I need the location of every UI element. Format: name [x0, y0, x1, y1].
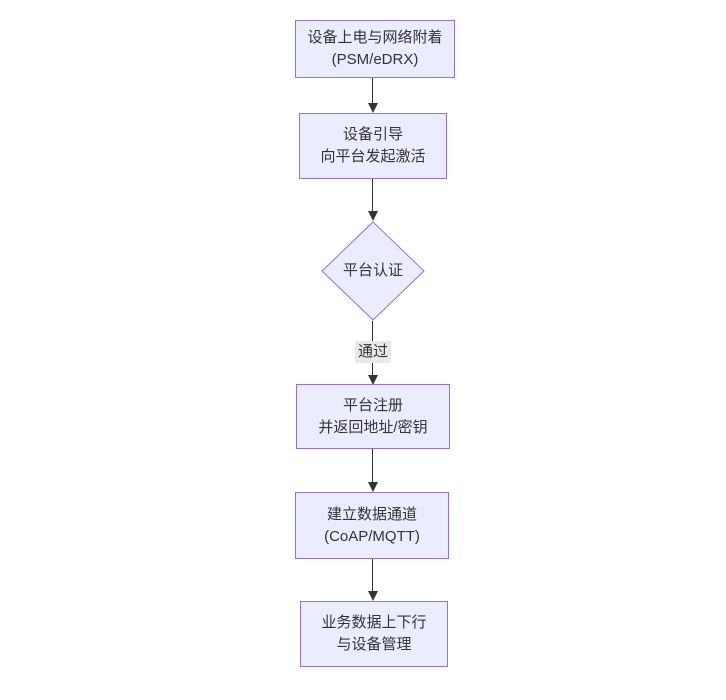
node-auth: 平台认证 [321, 221, 425, 321]
node-channel-line1: 建立数据通道 [326, 505, 417, 523]
node-business-line1: 业务数据上下行 [321, 614, 427, 631]
node-business: 业务数据上下行 与设备管理 [300, 601, 448, 667]
arrowhead-down-icon [368, 591, 378, 601]
node-bootstrap-line2: 向平台发起激活 [320, 148, 426, 165]
node-attach-line1: 设备上电与网络附着 [307, 29, 443, 46]
arrowhead-down-icon [368, 103, 378, 113]
node-attach: 设备上电与网络附着 (PSM/eDRX) [295, 20, 455, 78]
node-channel-line2: (CoAP/MQTT) [324, 527, 420, 545]
diamond-shape [321, 221, 425, 321]
node-bootstrap-line1: 设备引导 [342, 126, 403, 143]
node-channel: 建立数据通道 (CoAP/MQTT) [295, 492, 449, 559]
node-bootstrap: 设备引导 向平台发起激活 [299, 113, 447, 179]
arrowhead-down-icon [368, 482, 378, 492]
node-attach-line2: (PSM/eDRX) [331, 51, 419, 68]
edge-attach-bootstrap [372, 78, 373, 103]
node-register: 平台注册 并返回地址/密钥 [296, 384, 450, 449]
node-register-line1: 平台注册 [342, 396, 403, 414]
edge-label-pass: 通过 [354, 341, 392, 363]
arrowhead-down-icon [368, 375, 378, 385]
node-auth-label: 平台认证 [342, 262, 403, 279]
node-register-line2: 并返回地址/密钥 [318, 418, 428, 436]
edge-register-channel [372, 449, 373, 482]
arrowhead-down-icon [368, 211, 378, 221]
node-business-line2: 与设备管理 [336, 636, 412, 653]
edge-channel-business [372, 559, 373, 591]
edge-bootstrap-auth [372, 179, 373, 211]
